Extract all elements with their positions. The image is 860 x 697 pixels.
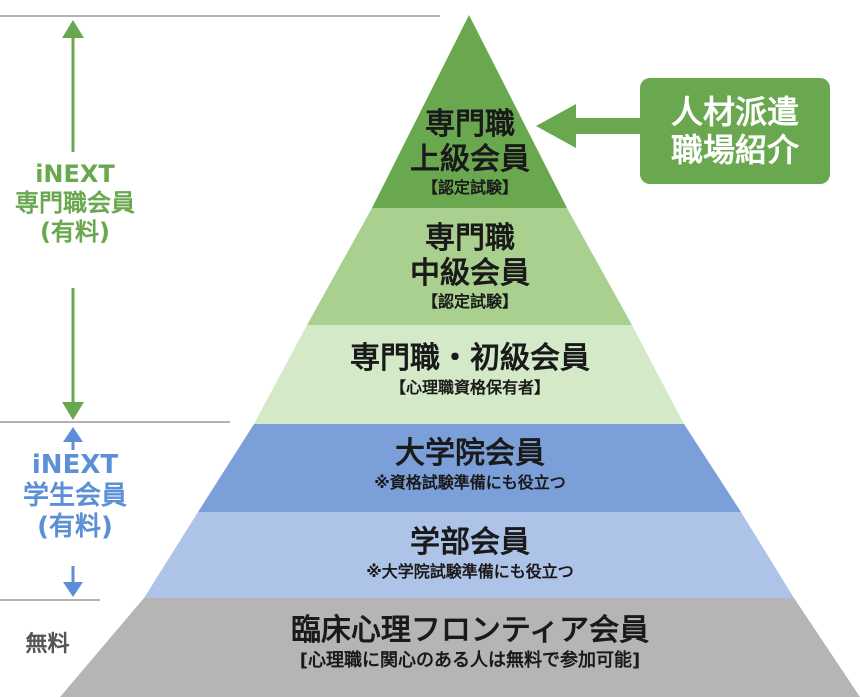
- free-label-text: 無料: [25, 632, 70, 657]
- tier-advanced-band: [372, 15, 567, 208]
- professional-member-label: iNEXT 専門職会員 (有料): [0, 160, 150, 246]
- tier-graduate-title: 大学院会員: [395, 436, 545, 471]
- student-member-label: iNEXT 学生会員 (有料): [0, 450, 150, 544]
- tier-advanced-title1: 専門職: [425, 107, 515, 142]
- tier-beginner-band: [254, 325, 684, 424]
- tier-beginner: 専門職・初級会員 【心理職資格保有者】: [280, 341, 660, 397]
- callout-line2: 職場紹介: [670, 131, 799, 169]
- staffing-callout-box: 人材派遣 職場紹介: [640, 78, 830, 184]
- tier-undergraduate-band: [144, 512, 794, 598]
- student-label-line3: (有料): [37, 512, 113, 543]
- tier-frontier-band: [60, 598, 860, 697]
- tier-intermediate-title1: 専門職: [425, 221, 515, 256]
- student-range-arrow: [63, 427, 83, 597]
- callout-arrow: [536, 104, 642, 148]
- tier-undergraduate-title: 学部会員: [410, 525, 530, 560]
- tier-graduate-sub: ※資格試験準備にも役立つ: [374, 472, 566, 492]
- tier-intermediate-title2: 中級会員: [410, 255, 530, 291]
- student-label-line1: iNEXT: [31, 450, 119, 480]
- tier-beginner-sub: 【心理職資格保有者】: [389, 377, 550, 397]
- tier-graduate-band: [198, 424, 741, 512]
- tier-intermediate-sub: 【認定試験】: [421, 292, 518, 311]
- tier-graduate: 大学院会員 ※資格試験準備にも役立つ: [240, 436, 700, 492]
- professional-range-arrow: [62, 20, 84, 420]
- tier-advanced-title2: 上級会員: [410, 141, 530, 177]
- professional-label-line3: (有料): [40, 217, 110, 246]
- tier-undergraduate-sub: ※大学院試験準備にも役立つ: [366, 561, 574, 581]
- tier-advanced: 専門職 上級会員 【認定試験】: [360, 107, 580, 197]
- tier-advanced-sub: 【認定試験】: [421, 178, 518, 197]
- free-label: 無料: [0, 632, 95, 658]
- tier-intermediate: 専門職 中級会員 【認定試験】: [340, 221, 600, 311]
- professional-label-line2: 専門職会員: [15, 188, 135, 217]
- tier-frontier-sub: [心理職に関心のある人は無料で参加可能]: [299, 649, 641, 671]
- tier-intermediate-band: [307, 208, 632, 325]
- tier-frontier-title: 臨床心理フロンティア会員: [290, 613, 650, 648]
- tier-beginner-title: 専門職・初級会員: [350, 341, 590, 376]
- tier-undergraduate: 学部会員 ※大学院試験準備にも役立つ: [200, 525, 740, 581]
- student-label-line2: 学生会員: [22, 481, 127, 512]
- tier-frontier: 臨床心理フロンティア会員 [心理職に関心のある人は無料で参加可能]: [150, 613, 790, 671]
- professional-label-line1: iNEXT: [35, 160, 115, 188]
- callout-line1: 人材派遣: [670, 92, 799, 131]
